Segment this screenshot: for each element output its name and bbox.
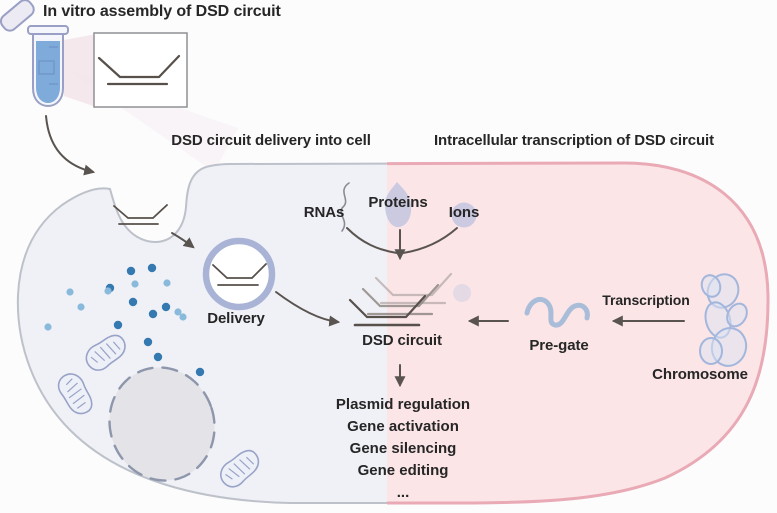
outcome-item: Gene silencing [349, 440, 457, 457]
label-delivery: Delivery [207, 310, 265, 327]
label-transcription: Transcription [602, 292, 690, 308]
label-proteins: Proteins [368, 194, 428, 211]
in-vitro-title: In vitro assembly of DSD circuit [43, 3, 281, 20]
delivery-vesicle-icon [202, 237, 276, 311]
molecule-dots [44, 263, 205, 377]
label-dsd-circuit: DSD circuit [362, 332, 442, 349]
outcome-item: Gene activation [347, 418, 459, 435]
protein-blob-icon [384, 182, 412, 228]
rna-squiggle-icon [340, 182, 350, 232]
tube-to-cell-arrow [45, 115, 96, 176]
header-transcription: Intracellular transcription of DSD circu… [433, 132, 715, 149]
assembled-gate-icon [97, 54, 181, 86]
pocket-to-vesicle-arrow [171, 232, 195, 249]
faint-molecule-icon [453, 284, 471, 302]
label-rnas: RNAs [303, 204, 345, 221]
outcomes-list: Plasmid regulation Gene activation Gene … [336, 394, 470, 504]
dsd-circuit-stack-icon [348, 272, 453, 327]
chromosome-icon [699, 273, 748, 367]
label-chromosome: Chromosome [652, 366, 748, 383]
outcome-item: Plasmid regulation [335, 396, 471, 413]
tube-cap [0, 0, 35, 32]
pregate-squiggle-icon [524, 296, 590, 328]
label-pre-gate: Pre-gate [529, 337, 589, 354]
converging-inputs-arrow [346, 227, 458, 261]
delivery-to-dsd-arrow [275, 291, 341, 327]
outcome-item: Gene editing [357, 462, 449, 479]
header-delivery: DSD circuit delivery into cell [171, 132, 371, 149]
label-ions: Ions [448, 204, 480, 221]
mitochondrion-icon [85, 334, 126, 371]
mitochondrion-icon [220, 449, 260, 488]
pocket-gate-icon [113, 204, 168, 225]
outcome-item: ... [396, 484, 410, 501]
nucleus-icon [108, 366, 216, 482]
mitochondrion-icon [57, 373, 93, 415]
ion-circle-icon [451, 202, 477, 228]
test-tube-icon [0, 0, 69, 108]
intracellular-transcription-region [387, 161, 770, 505]
inset-box [93, 32, 188, 108]
